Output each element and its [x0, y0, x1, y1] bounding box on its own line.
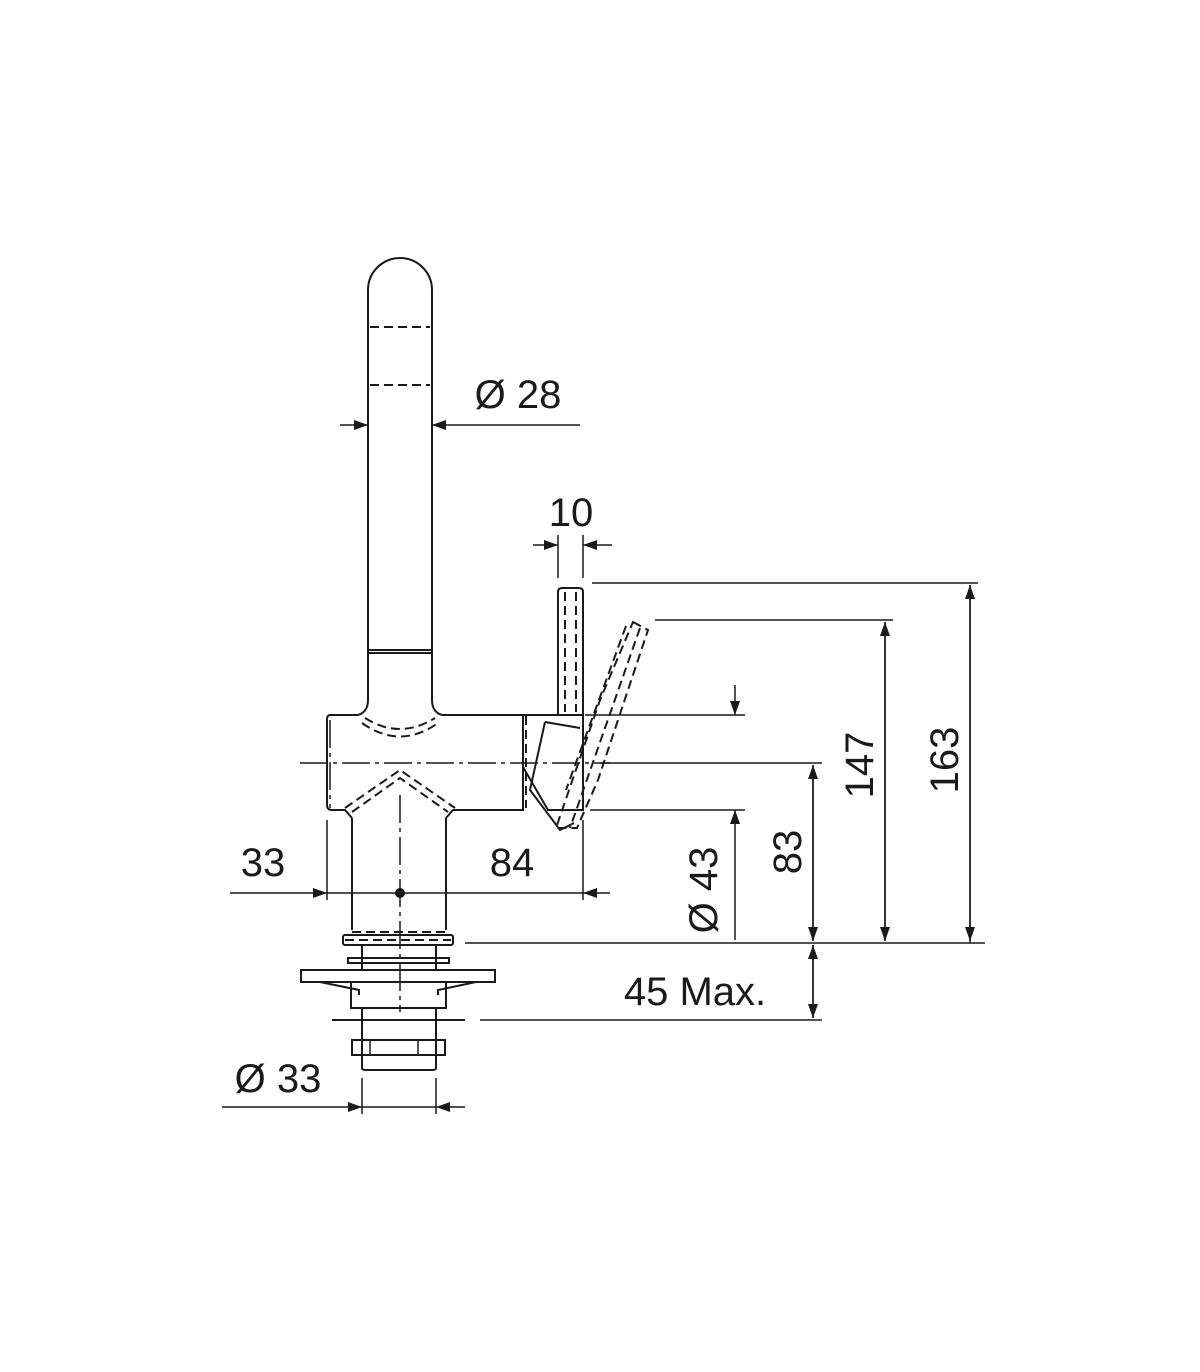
dimension-offsets: 33 84: [230, 820, 610, 900]
label-counter-thickness: 45 Max.: [624, 970, 766, 1014]
dimension-body-diameter: Ø 43: [585, 685, 745, 940]
label-shank-diameter: Ø 33: [235, 1057, 322, 1101]
dimension-lever-height: 147: [655, 619, 893, 941]
mounting-assembly: [300, 795, 496, 1071]
dimension-spout-diameter: Ø 28: [340, 373, 580, 430]
dimension-lever-width: 10: [533, 491, 612, 578]
label-lever-height: 147: [838, 732, 882, 799]
spout: [357, 257, 443, 738]
label-total-height: 163: [923, 727, 967, 794]
dimension-shank-diameter: Ø 33: [222, 1057, 465, 1114]
faucet-body: [300, 714, 610, 832]
label-right-offset: 84: [490, 841, 535, 885]
dimension-counter-thickness: 45 Max.: [465, 942, 985, 1021]
label-axis-height: 83: [766, 830, 810, 875]
label-lever-width: 10: [549, 491, 594, 535]
dimension-total-height: 163: [592, 582, 978, 943]
label-left-offset: 33: [241, 841, 286, 885]
label-spout-diameter: Ø 28: [475, 373, 562, 417]
dimension-axis-height: 83: [600, 762, 822, 941]
label-body-diameter: Ø 43: [682, 847, 726, 934]
lever: [554, 587, 650, 829]
